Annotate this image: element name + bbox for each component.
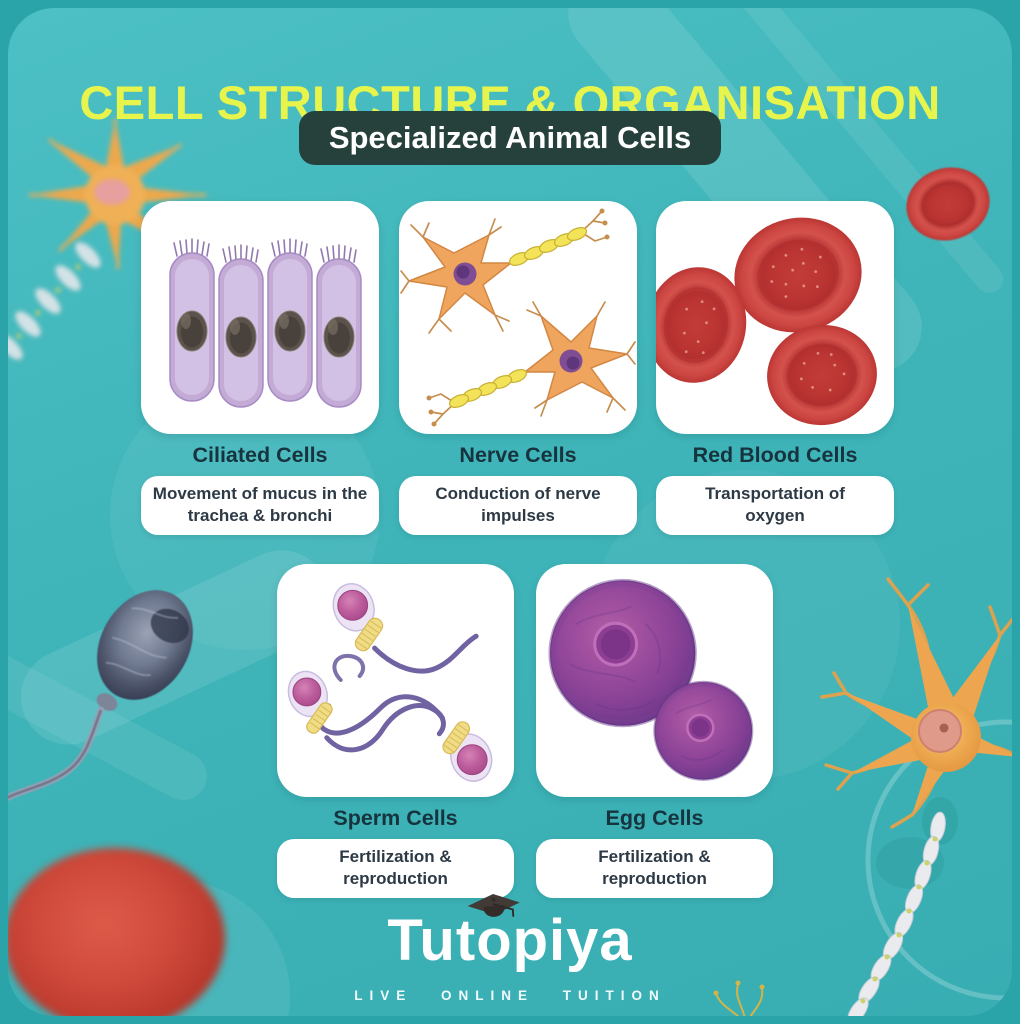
subtitle-badge: Specialized Animal Cells [298,111,722,165]
blurry-neuron-icon [8,118,207,360]
cell-name-label: Egg Cells [605,806,704,830]
cell-card-egg: Egg Cells Fertilization & reproduction [536,564,773,898]
tutopiya-logo: Tut opiya [387,894,633,974]
brand-text: piya [512,908,633,973]
red-blood-cells-icon [656,217,877,426]
red-blood-cells-illustration-card [656,201,894,434]
nerve-cells-illustration-card [399,201,637,434]
cell-name-label: Red Blood Cells [692,443,858,467]
cell-function-box: Conduction of nerve impulses [399,476,637,535]
cell-name-label: Ciliated Cells [192,443,328,467]
ciliated-cells-illustration-card [141,201,379,434]
brand-o-with-cap: o [468,894,521,974]
cell-name-label: Nerve Cells [459,443,577,467]
sperm-cells-icon [287,583,493,782]
cell-function-text: Conduction of nerve impulses [435,484,601,526]
cell-function-text: Movement of mucus in the trachea & bronc… [152,484,368,526]
nerve-cells-icon [400,208,636,427]
dendrite-twig-icon [713,980,765,1016]
sperm-cells-illustration-card [277,564,514,797]
cell-function-text: Fertilization & reproduction [598,847,711,889]
brand-text: o [476,908,513,973]
cell-card-red-blood: Red Blood Cells Transportation of oxygen [656,201,894,535]
ciliated-cells-icon [169,238,362,408]
egg-cells-icon [548,578,754,781]
cell-card-sperm: Sperm Cells Fertilization & reproduction [277,564,514,898]
red-blood-cell-icon [906,167,990,241]
graduation-cap-icon [468,894,521,917]
neuron-photo-right-icon [820,577,1012,1016]
cell-function-box: Fertilization & reproduction [536,839,773,898]
brand-text: Tut [387,908,477,973]
cell-card-nerve: Nerve Cells Conduction of nerve impulses [399,201,637,535]
cell-function-box: Movement of mucus in the trachea & bronc… [141,476,379,535]
blurry-red-cell-icon [8,848,225,1016]
egg-cells-illustration-card [536,564,773,797]
brand-tagline: LIVE ONLINE TUITION [354,988,666,1003]
sperm-photo-icon [8,590,193,801]
cell-name-label: Sperm Cells [333,806,458,830]
cell-function-box: Transportation of oxygen [656,476,894,535]
cell-card-ciliated: Ciliated Cells Movement of mucus in the … [141,201,379,535]
cell-function-box: Fertilization & reproduction [277,839,514,898]
cell-function-text: Transportation of oxygen [705,484,845,526]
cell-function-text: Fertilization & reproduction [339,847,452,889]
